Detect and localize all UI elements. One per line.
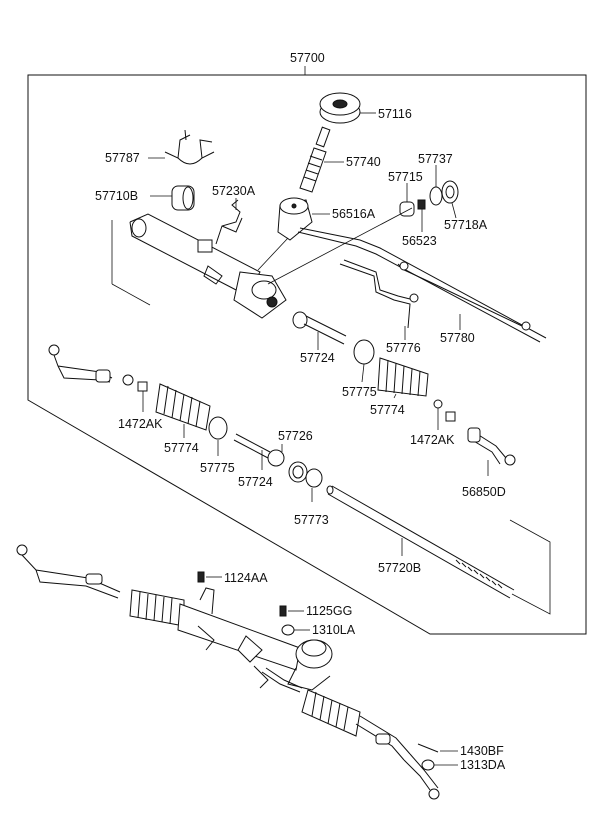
housing-guide-right [267, 207, 413, 285]
leader-57718A [451, 202, 457, 219]
label-57787: 57787 [105, 151, 140, 165]
part-1125GG-bolt [279, 605, 287, 617]
label-57774-left: 57774 [164, 441, 199, 455]
part-56516A-housing [277, 197, 313, 241]
part-rack-housing [129, 213, 287, 319]
rack-guide [509, 519, 551, 615]
part-1430BF-pin [417, 743, 439, 753]
label-57726: 57726 [278, 429, 313, 443]
label-56516A: 56516A [332, 207, 376, 221]
part-57774-boot-left [155, 383, 211, 431]
part-57775-clamp-upper [353, 339, 375, 365]
part-57724-inner-rod-upper [292, 311, 347, 345]
part-57720B-rack [326, 485, 515, 599]
label-1472AK-right: 1472AK [410, 433, 455, 447]
part-57116-mount [319, 92, 361, 124]
label-57737: 57737 [418, 152, 453, 166]
housing-guide-diag [111, 283, 151, 306]
part-1124AA-bolt [197, 571, 205, 583]
part-56523-spring [417, 199, 426, 210]
part-57715-yoke [399, 201, 415, 217]
label-57116: 57116 [378, 107, 412, 121]
label-57774-right: 57774 [370, 403, 405, 417]
part-57775-clamp-lower [208, 416, 228, 440]
part-57780-pipe [297, 227, 547, 343]
part-57740-pinion [299, 126, 331, 193]
label-57776: 57776 [386, 341, 421, 355]
label-57724-lower: 57724 [238, 475, 273, 489]
part-1310LA-nut [281, 624, 295, 636]
assembly-frame [27, 74, 587, 635]
label-57724-upper: 57724 [300, 351, 335, 365]
label-1430BF: 1430BF [460, 744, 504, 758]
part-57773-bearing [288, 461, 323, 488]
label-1313DA: 1313DA [460, 758, 506, 772]
part-57787-clamp [164, 129, 215, 165]
part-57230A-bracket [215, 199, 243, 245]
part-56850D-tie-rod-end [467, 427, 516, 466]
label-56523: 56523 [402, 234, 437, 248]
label-57773: 57773 [294, 513, 329, 527]
part-1313DA-nut [421, 759, 435, 771]
full-assembly-illustration [16, 544, 440, 800]
leader-57774-right [393, 393, 397, 399]
label-57715: 57715 [388, 170, 423, 184]
assembly-number-label: 57700 [290, 51, 325, 65]
label-1124AA: 1124AA [224, 571, 268, 585]
label-57780: 57780 [440, 331, 475, 345]
label-57718A: 57718A [444, 218, 488, 232]
part-57724-inner-rod-lower [233, 433, 285, 467]
label-57740: 57740 [346, 155, 381, 169]
part-tie-rod-end-left [48, 344, 148, 392]
part-57776-pipe [339, 259, 415, 329]
label-1125GG: 1125GG [306, 604, 352, 618]
label-57775-lower: 57775 [200, 461, 235, 475]
label-57720B: 57720B [378, 561, 421, 575]
part-57774-boot-right [377, 357, 429, 397]
label-1472AK-left: 1472AK [118, 417, 163, 431]
part-nut-right [433, 399, 443, 409]
label-56850D: 56850D [462, 485, 506, 499]
label-57230A: 57230A [212, 184, 256, 198]
housing-guide-upper [257, 237, 289, 271]
leader-57775-upper [361, 363, 365, 383]
label-57710B: 57710B [95, 189, 138, 203]
label-57775-upper: 57775 [342, 385, 377, 399]
part-57710B-bushing [171, 185, 195, 211]
label-1310LA: 1310LA [312, 623, 356, 637]
part-57737-seal [429, 186, 443, 206]
